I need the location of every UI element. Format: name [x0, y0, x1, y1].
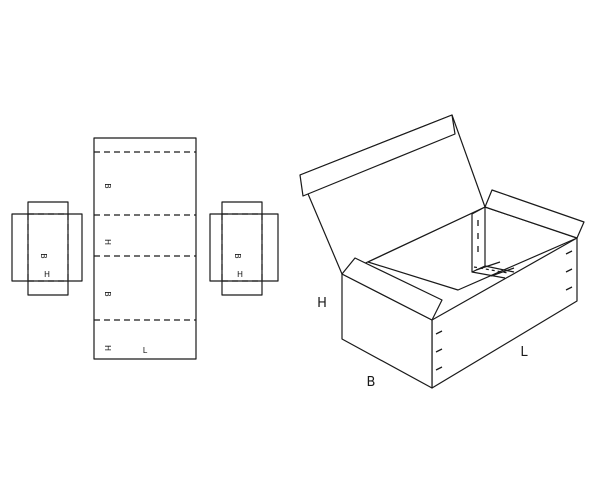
main-h-bottom-label: H — [103, 345, 112, 351]
box-height-label: H — [317, 296, 327, 311]
box-back-flap — [484, 189, 585, 239]
right-flap-b-label: B — [233, 253, 242, 259]
main-h-mid-label: H — [103, 239, 112, 245]
box-right-inner-wall — [471, 206, 486, 273]
left-flap-b-label: B — [39, 253, 48, 259]
box-breadth-label: B — [367, 375, 376, 390]
box-lid-front-flap — [299, 114, 456, 197]
right-flap-h-label: H — [237, 270, 243, 279]
main-b-top-label: B — [103, 183, 112, 189]
left-end-flap-blank: B H — [11, 201, 83, 296]
main-b-low-label: B — [103, 291, 112, 297]
main-l-label: L — [143, 346, 148, 355]
box-left-end-flap — [341, 257, 443, 321]
box-length-label: L — [520, 345, 528, 360]
right-end-flap-blank: B H — [209, 201, 279, 296]
assembled-box: H B L — [299, 114, 585, 390]
main-blank: B H B H L — [93, 137, 197, 360]
left-flap-h-label: H — [44, 270, 50, 279]
